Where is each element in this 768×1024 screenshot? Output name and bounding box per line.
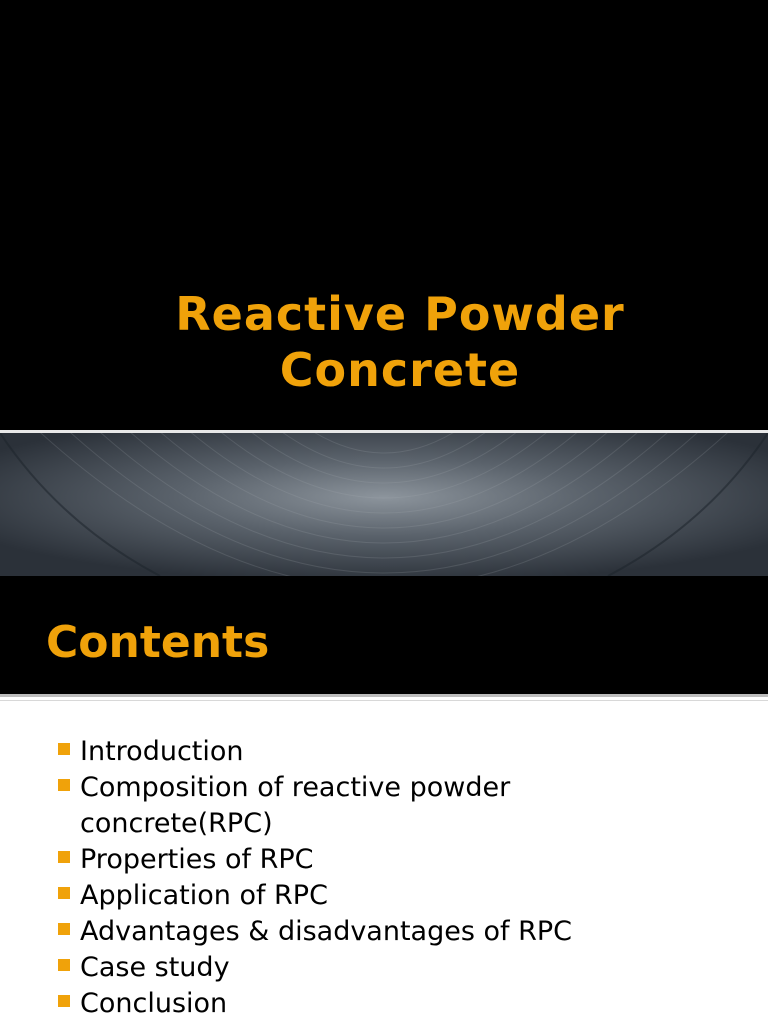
- list-item: Conclusion: [56, 986, 746, 1022]
- square-bullet-icon: [58, 923, 70, 935]
- header-divider-thin: [0, 700, 768, 701]
- list-item-text: Case study: [80, 952, 230, 983]
- contents-list: Introduction Composition of reactive pow…: [56, 734, 746, 1022]
- square-bullet-icon: [58, 995, 70, 1007]
- list-item-text: Introduction: [80, 736, 244, 767]
- contents-slide: Contents Introduction Composition of rea…: [0, 576, 768, 1024]
- decorative-band: [0, 433, 768, 576]
- slide-title-line-2: Concrete: [279, 343, 521, 397]
- list-item: Properties of RPC: [56, 842, 746, 878]
- contents-header: Contents: [0, 576, 768, 694]
- list-item-text: Advantages & disadvantages of RPC: [80, 916, 572, 947]
- title-slide-background: [0, 0, 768, 430]
- list-item: Advantages & disadvantages of RPC: [56, 914, 746, 950]
- title-slide: Reactive Powder Concrete: [0, 0, 768, 576]
- list-item: Application of RPC: [56, 878, 746, 914]
- decorative-arc-pattern: [0, 433, 768, 576]
- square-bullet-icon: [58, 851, 70, 863]
- square-bullet-icon: [58, 779, 70, 791]
- slide-title-line-1: Reactive Powder: [175, 287, 625, 341]
- list-item-text: Conclusion: [80, 988, 228, 1019]
- list-item-text-continued: concrete(RPC): [80, 808, 273, 839]
- square-bullet-icon: [58, 887, 70, 899]
- list-item: Composition of reactive powder concrete(…: [56, 770, 746, 842]
- list-item-text: Application of RPC: [80, 880, 328, 911]
- slide-title: Reactive Powder Concrete: [100, 286, 700, 398]
- square-bullet-icon: [58, 959, 70, 971]
- contents-heading: Contents: [46, 617, 270, 668]
- title-divider: [0, 430, 768, 433]
- list-item-text: Properties of RPC: [80, 844, 314, 875]
- list-item-text: Composition of reactive powder: [80, 772, 511, 803]
- list-item: Introduction: [56, 734, 746, 770]
- header-divider: [0, 694, 768, 697]
- list-item: Case study: [56, 950, 746, 986]
- square-bullet-icon: [58, 743, 70, 755]
